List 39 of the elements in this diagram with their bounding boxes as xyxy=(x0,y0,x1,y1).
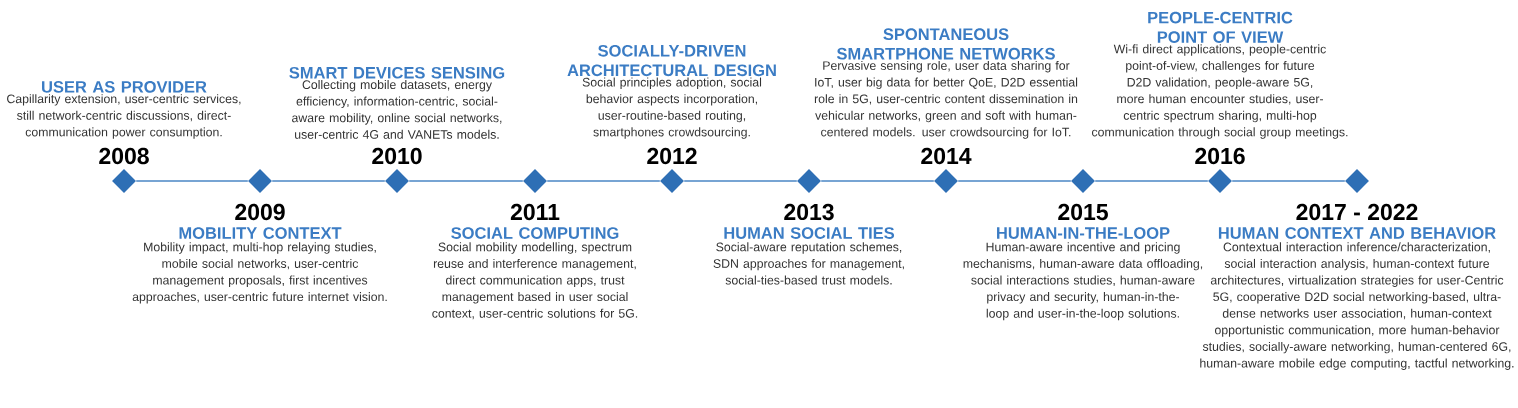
event-heading: HUMAN CONTEXT AND BEHAVIOR xyxy=(1218,227,1496,239)
year-label: 2015 xyxy=(1058,203,1108,221)
event-description: Human-aware incentive and pricing mechanisms, human-aware data offloading, social interactions studies, human-aware privacy and security, human-in-the-loop and user-in-the-loop solutions. xyxy=(963,242,1203,321)
timeline-line xyxy=(1094,180,1209,182)
year-label: 2008 xyxy=(99,147,149,165)
event-description: Wi-fi direct applications, people-centric point-of-view, challenges for future D2D validation, people-aware 5G, more human encounter studies, user-centric spectrum sharing, multi-hop communication through social group meetings. xyxy=(1092,44,1348,139)
event-description: Mobility impact, multi-hop relaying studies, mobile social networks, user-centric management proposals, first incentives approaches, user-centric future internet vision. xyxy=(132,242,387,304)
timeline-line xyxy=(271,180,386,182)
event-heading: USER AS PROVIDER xyxy=(42,81,207,93)
timeline-line xyxy=(546,180,661,182)
event-heading: HUMAN SOCIAL TIES xyxy=(724,227,895,239)
event-description: Social principles adoption, social behavior aspects incorporation, user-routine-based routing, smartphones crowdsourcing. xyxy=(582,77,762,139)
event-description: Collecting mobile datasets, energy efficiency, information-centric, social-aware mobility, online social networks, user-centric 4G and VANETs models. xyxy=(292,80,502,139)
timeline-line xyxy=(683,180,798,182)
timeline-line xyxy=(820,180,935,182)
event-description: Contextual interaction inference/characterization, social interaction analysis, human-context future architectures, virtualization strategies for user-Centric 5G, cooperative D2D social networking-based, ultra-dense networks user association, human-context opportunistic communication, more human-behavior studies, socially-aware networking, human-centered 6G, human-aware mobile edge computing, tactful networking. xyxy=(1200,242,1514,370)
year-label: 2013 xyxy=(784,203,834,221)
timeline-line xyxy=(408,180,524,182)
event-heading: MOBILITY CONTEXT xyxy=(179,227,342,239)
year-label: 2010 xyxy=(372,147,422,165)
timeline-line xyxy=(957,180,1072,182)
event-heading: SMART DEVICES SENSING xyxy=(289,66,505,79)
year-label: 2014 xyxy=(921,147,972,165)
event-description: Capillarity extension, user-centric services, still network-centric discussions, direct-communication power consumption. xyxy=(7,94,241,139)
event-heading: SPONTANEOUS SMARTPHONE NETWORKS xyxy=(836,28,1055,60)
year-label: 2012 xyxy=(647,147,697,165)
timeline-line xyxy=(135,180,249,182)
event-heading: HUMAN-IN-THE-LOOP xyxy=(997,227,1170,239)
year-label: 2009 xyxy=(235,203,285,221)
event-description: Social mobility modelling, spectrum reuse and interference management, direct communication apps, trust management based in user social context, user-centric solutions for 5G. xyxy=(432,242,638,320)
year-label: 2011 xyxy=(510,203,560,221)
timeline-line xyxy=(1231,180,1346,182)
event-description: Social-aware reputation schemes, SDN approaches for management, social-ties-based trust models. xyxy=(713,242,904,285)
event-heading: PEOPLE-CENTRIC POINT OF VIEW xyxy=(1148,11,1293,43)
event-heading: SOCIALLY-DRIVEN ARCHITECTURAL DESIGN xyxy=(567,44,776,77)
year-label: 2017 - 2022 xyxy=(1296,203,1418,221)
year-label: 2016 xyxy=(1195,147,1245,165)
event-heading: SOCIAL COMPUTING xyxy=(451,227,619,239)
event-description: Pervasive sensing role, user data sharing for IoT, user big data for better QoE, D2D essential role in 5G, user-centric content dissemination in vehicular networks, green and soft with human-centered models. user crowdsourcing for IoT. xyxy=(814,60,1078,139)
